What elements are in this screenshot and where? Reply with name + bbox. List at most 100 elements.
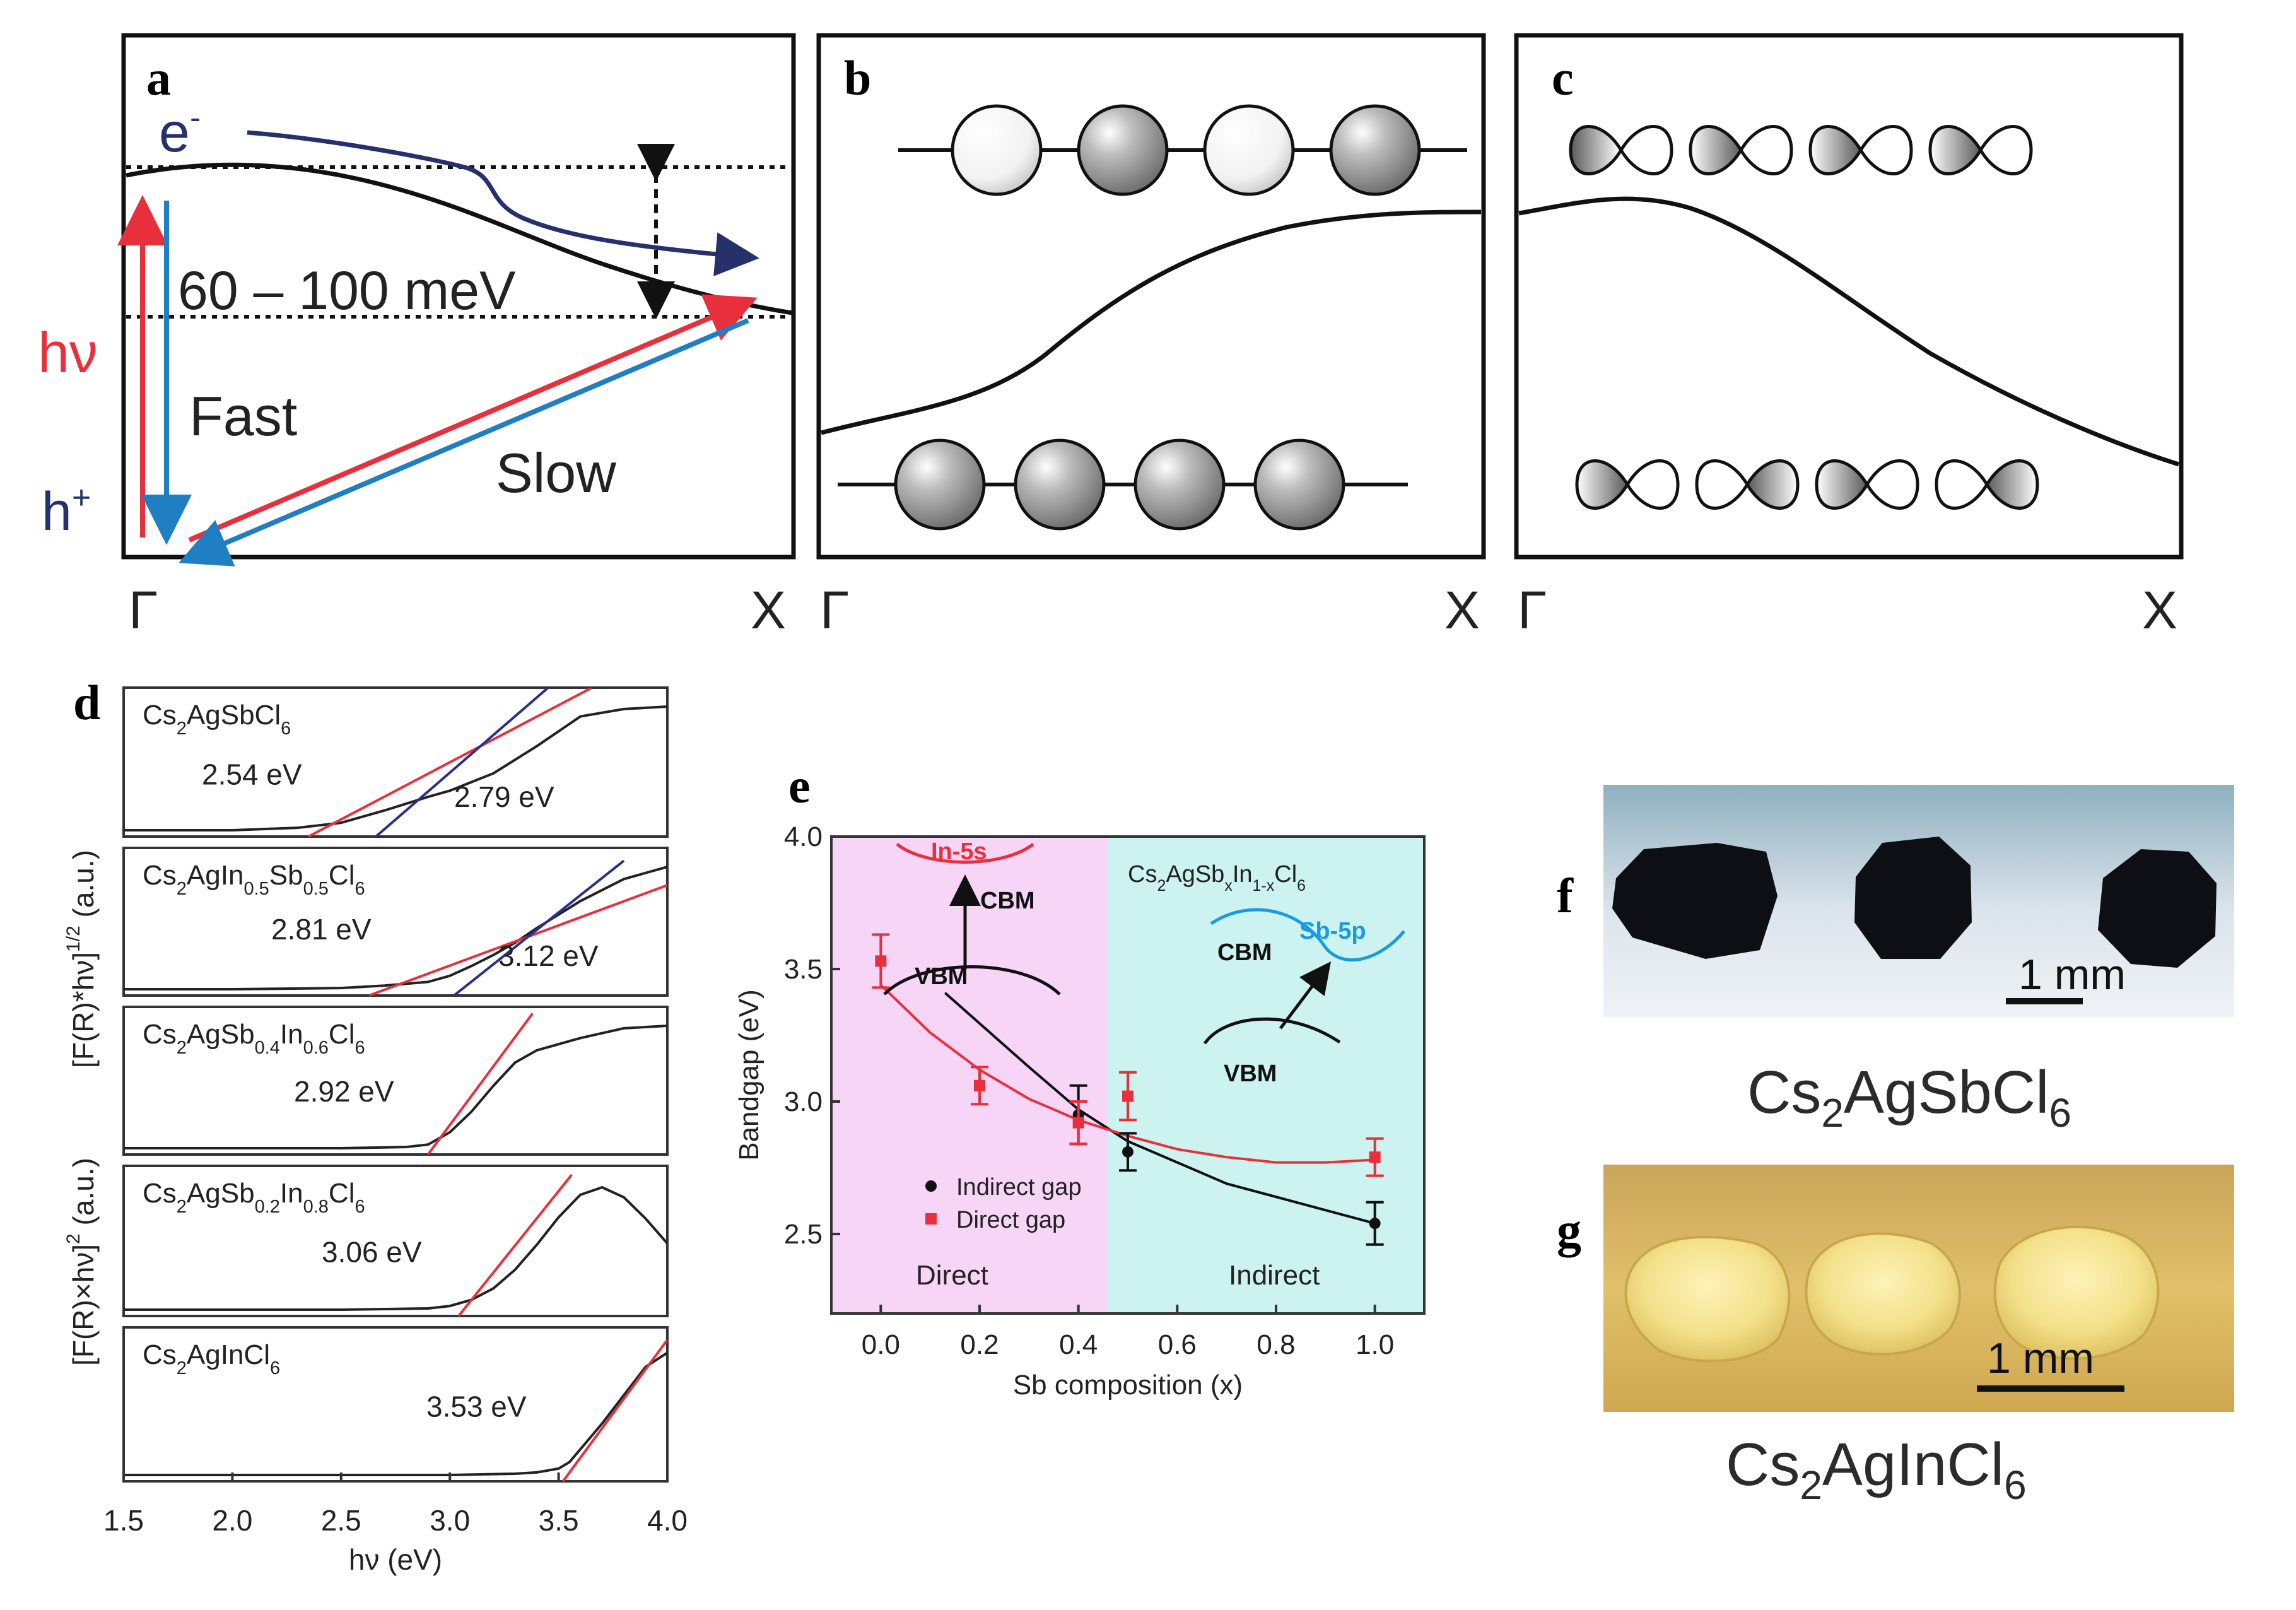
panel-c-lower-orbitals: [1575, 459, 2039, 510]
panel-d-xlabel: hν (eV): [349, 1543, 442, 1576]
panel-c: c Γ X: [1514, 33, 2184, 640]
panel-e-legend-marker: [925, 1180, 937, 1192]
panel-c-frame: [1514, 33, 2184, 560]
panel-d-sample-formula: Cs2AgInCl6: [143, 1339, 280, 1378]
panel-g-crystal-2: [1805, 1232, 1961, 1356]
formula-subscript: 2: [177, 1038, 187, 1058]
panel-b-orbital-s: [951, 104, 1043, 196]
panel-e-ytick-label: 4.0: [784, 821, 823, 852]
panel-e-indirect-region: [1108, 837, 1424, 1313]
panel-d-gap-label: 2.79 eV: [454, 780, 554, 813]
panel-a: a e- 60 – 100 meV hν h+ Fast Slow Γ X: [38, 33, 796, 640]
panel-e-vbm-band: [883, 965, 1061, 996]
panel-b-orbital: [894, 438, 986, 531]
panel-d-xtick-label: 4.0: [647, 1504, 688, 1537]
panel-b-orbital-p: [1077, 104, 1169, 196]
panel-e-direct-point: [974, 1079, 985, 1091]
formula-part: AgInCl: [187, 1339, 270, 1370]
panel-e-cbm-label: CBM: [1217, 939, 1272, 966]
formula-part: Cs: [143, 1178, 177, 1209]
formula-subscript: 0.5: [303, 879, 329, 899]
formula-subscript: 2: [1157, 877, 1166, 895]
formula-subscript: 0.5: [243, 879, 269, 899]
panel-e-cbm-label: CBM: [980, 888, 1035, 914]
panel-d-spectrum-line: [124, 705, 667, 831]
formula-part: In: [280, 1178, 303, 1209]
formula-subscript: 0.2: [255, 1197, 280, 1217]
formula-part: Cl: [329, 1178, 355, 1209]
formula-part: Cs: [143, 700, 177, 731]
panel-c-band: [1518, 196, 2180, 467]
panel-f-crystal-1: [1612, 843, 1778, 959]
panel-d-xtick-label: 1.5: [103, 1504, 144, 1537]
panel-a-letter: a: [146, 50, 171, 105]
panel-b-orbital: [1133, 438, 1226, 531]
panel-a-band: [126, 162, 793, 315]
panel-a-energy-window: 60 – 100 meV: [178, 261, 515, 321]
formula-subscript: 2: [177, 719, 187, 739]
formula-subscript: 6: [354, 879, 365, 899]
panel-e-xtick-label: 0.2: [960, 1329, 999, 1360]
formula-part: Cl: [329, 1019, 355, 1050]
panel-c-k-end: X: [2142, 580, 2177, 640]
panel-d-fit-line: [457, 1173, 573, 1317]
panel-e-sb5p-label: Sb-5p: [1299, 918, 1366, 944]
panel-d-xtick-label: 2.0: [212, 1504, 252, 1537]
panel-d-frame: [122, 1326, 669, 1483]
panel-e-xlabel: Sb composition (x): [1013, 1370, 1243, 1401]
formula-subscript: 1-x: [1253, 877, 1275, 895]
panel-d-frame: [122, 1006, 669, 1156]
panel-e-vbm-label: VBM: [1224, 1061, 1277, 1087]
panel-d-xtick-label: 3.5: [539, 1504, 579, 1537]
panel-e-ylabel: Bandgap (eV): [734, 989, 764, 1161]
panel-g-crystal-1: [1624, 1235, 1791, 1363]
panel-f-scale-bar: [2006, 998, 2083, 1004]
panel-d-spectrum-line: [124, 866, 667, 990]
panel-a-electron-path: [247, 130, 759, 276]
panel-b-letter: b: [844, 50, 871, 105]
panel-e-xtick-label: 0.0: [862, 1329, 900, 1360]
formula-subscript: 6: [270, 1358, 280, 1378]
panel-b-orbital-s: [1203, 104, 1295, 196]
panel-e-region-direct: Direct: [916, 1260, 988, 1291]
panel-d-frame: [122, 1165, 669, 1317]
panel-e-sb5p-band: [1210, 908, 1405, 962]
panel-a-slow: Slow: [496, 442, 616, 504]
panel-e-in5s-band: [896, 843, 1034, 864]
panel-e-region-indirect: Indirect: [1229, 1260, 1320, 1291]
panel-d-frame: [122, 686, 669, 838]
panel-d-ylabel-top: [F(R)*hν]1/2 (a.u.): [63, 850, 100, 1068]
panel-e-frame: [830, 835, 1426, 1315]
panel-d-sample-formula: Cs2AgSb0.4In0.6Cl6: [143, 1019, 365, 1058]
formula-subscript: 6: [1297, 877, 1306, 895]
panel-g-caption: Cs2AgInCl6: [1726, 1431, 2027, 1508]
panel-b-orbital: [1253, 438, 1345, 531]
panel-b-k-end: X: [1444, 580, 1480, 640]
panel-e-ytick-label: 2.5: [784, 1219, 823, 1250]
formula-part: AgIn: [187, 860, 244, 891]
panel-d-frame: [122, 847, 669, 997]
formula-subscript: 0.4: [255, 1038, 280, 1058]
panel-e-letter: e: [788, 758, 811, 813]
panel-d-fit-line: [427, 1013, 534, 1155]
panel-f-crystal-3: [2098, 849, 2217, 968]
panel-d-spectrum-line: [124, 1351, 667, 1476]
panel-e-xtick-label: 0.4: [1059, 1329, 1098, 1360]
panel-b-frame: [816, 33, 1486, 560]
panel-e-formula: Cs2AgSbxIn1-xCl6: [1128, 861, 1306, 895]
panel-e-direct-point: [1122, 1090, 1133, 1102]
panel-e-in5s-label: In-5s: [931, 838, 987, 865]
panel-e-vbm-band: [1203, 1017, 1341, 1045]
panel-f-crystal-2: [1854, 837, 1972, 959]
formula-subscript: 6: [354, 1197, 365, 1217]
formula-subscript: 0.6: [303, 1038, 329, 1058]
panel-e-legend-marker: [925, 1213, 937, 1225]
formula-part: AgSbCl: [187, 700, 281, 731]
panel-g-crystal-3: [1993, 1225, 2160, 1360]
panel-d-fit-line: [375, 688, 549, 838]
panel-a-k-start: Γ: [129, 580, 158, 640]
